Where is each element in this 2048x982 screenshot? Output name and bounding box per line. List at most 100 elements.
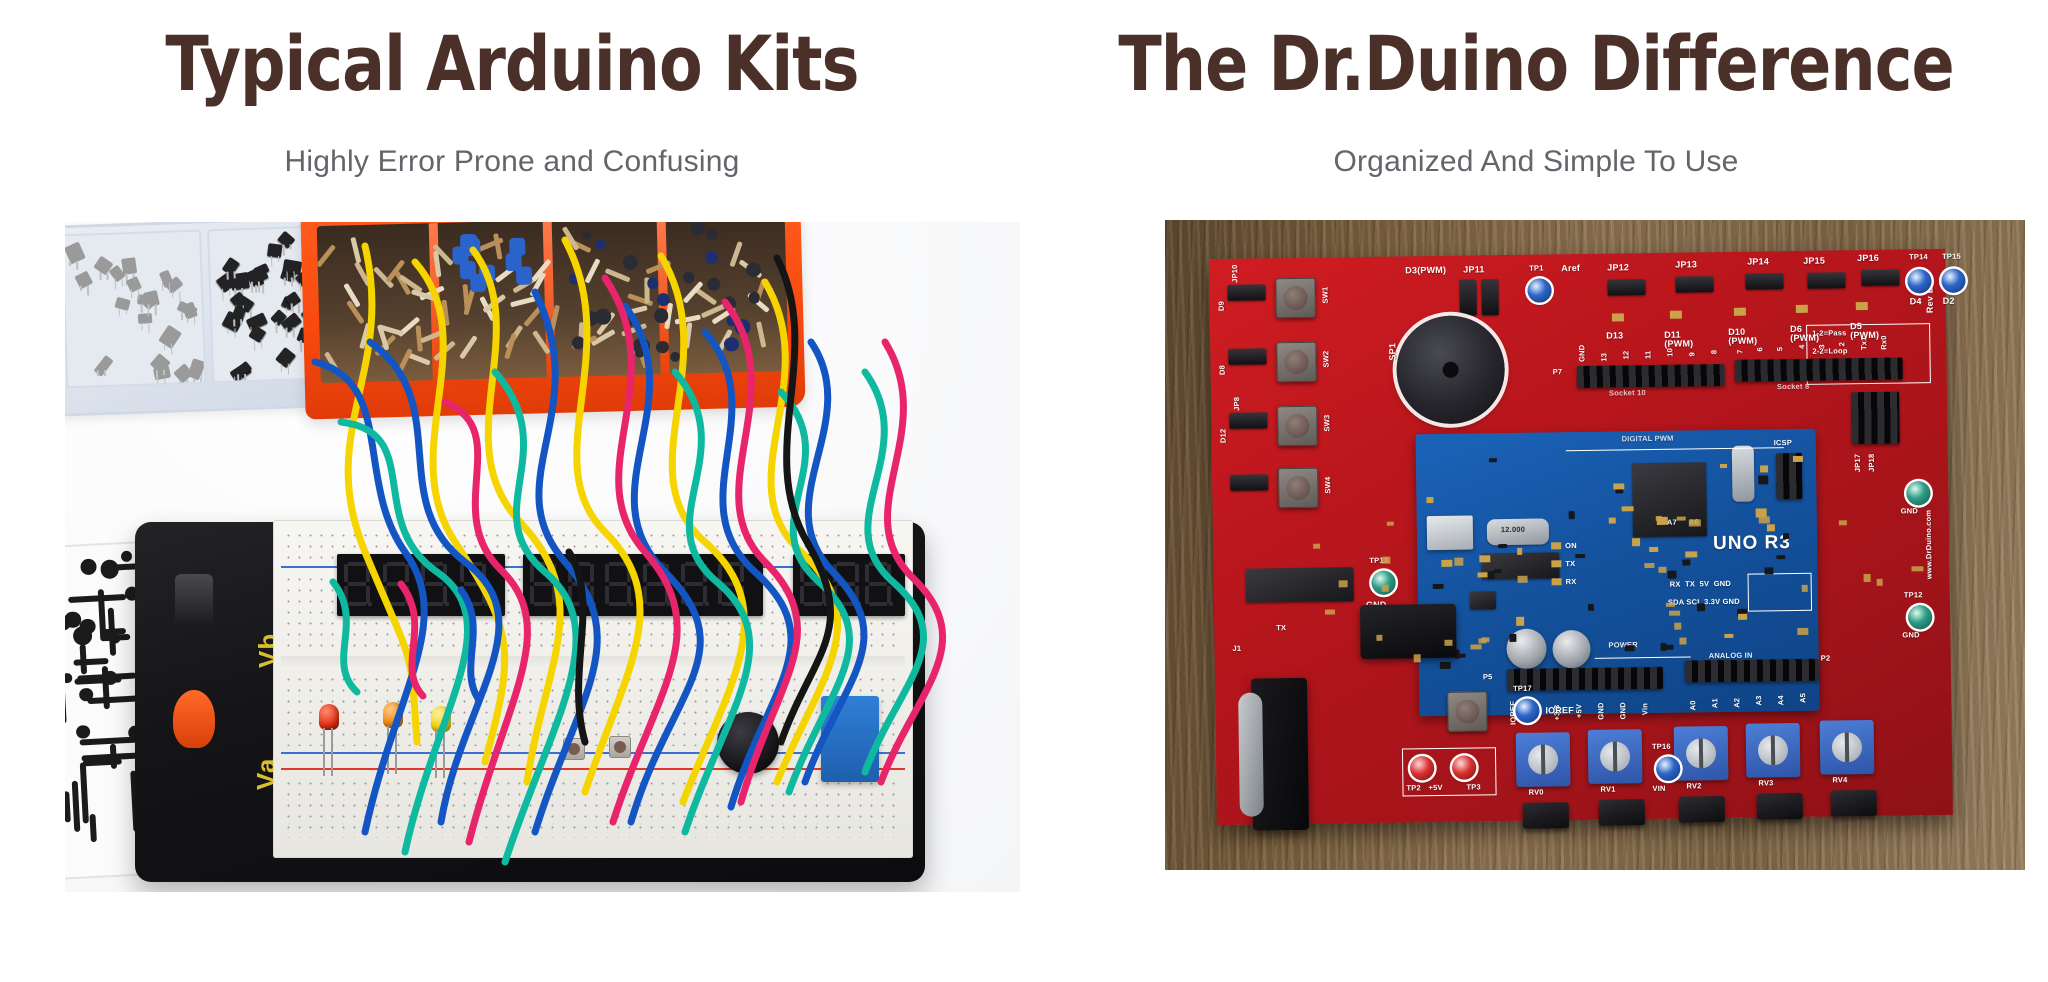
usb-connector[interactable] [1427,516,1473,551]
silk-pin-8: 8 [1710,350,1718,354]
component-lead [125,309,127,314]
component-lead [179,291,181,302]
capacitor [596,240,606,250]
push-button-sw2[interactable] [1276,342,1317,383]
slide-switch-2[interactable] [1599,799,1645,826]
component-lead [234,377,236,383]
silk-pin-4: 4 [1798,344,1806,348]
silk-rv2: RV2 [1686,782,1701,790]
slide-switch-5[interactable] [1831,790,1877,817]
component-lead [233,320,235,327]
silk-socket-10: Socket 10 [1609,389,1646,397]
silk-p5: P5 [1483,673,1493,681]
capacitor [670,352,680,362]
smd-resistor [1677,516,1686,520]
component-lead [200,378,202,385]
seven-segment-dot [368,602,372,606]
smd-resistor [1863,574,1871,582]
seven-segment-digit [865,562,891,606]
smd-resistor [1313,544,1320,549]
photo-drduino-board: D3(PWM) JP11 TP1 Aref JP12 JP13 JP14 JP1… [1165,220,2025,870]
silk-p2: P2 [1821,655,1831,663]
trimpot-rv1[interactable] [1588,729,1643,784]
slide-switch-3[interactable] [1679,796,1725,823]
resistor [523,304,544,327]
capacitor [690,222,704,235]
silk-d10: D10 (PWM) [1728,328,1757,347]
capacitor [706,228,718,240]
capacitor [654,308,669,323]
smd-component [1649,547,1659,553]
push-button-sw3[interactable] [1277,406,1318,447]
trimpot-rv4[interactable] [1820,720,1875,775]
silk-gnd-2: GND [1619,702,1627,719]
test-point-tp12 [1908,605,1932,629]
smd-resistor [1669,610,1681,615]
jumper-jp11b [1481,279,1499,315]
smd-component [1493,569,1502,573]
capacitor [724,337,739,352]
capacitor [683,272,695,284]
push-button-sw1[interactable] [1275,278,1316,319]
component-lead [156,370,158,380]
slide-switch-4[interactable] [1757,793,1803,820]
trimpot-rv2[interactable] [1674,726,1729,781]
push-button-sw4[interactable] [1278,468,1319,509]
smd-component [1516,617,1524,626]
silk-p7: P7 [1553,368,1563,376]
silk-led-on: ON [1565,542,1577,550]
voltage-regulator [1470,591,1496,609]
silk-a1: A1 [1711,698,1719,708]
pcb-trace [73,658,108,666]
led-yellow [431,706,451,732]
seven-segment-dot [857,602,861,606]
led-orange [383,702,403,728]
db9-serial-connector [1251,678,1309,831]
component-lead [141,304,143,313]
silk-5v-rail: +5V [1428,784,1442,792]
capacitor [647,278,659,290]
tactile-button-2 [609,736,631,758]
component-lead [138,289,140,298]
component-lead [187,317,189,323]
silk-jp13: JP13 [1675,260,1697,269]
seven-segment-dot [445,602,449,606]
component-lead [244,374,246,383]
test-point-tp1 [1527,278,1551,302]
silk-jp16: JP16 [1857,254,1879,263]
jumper-jp16 [1861,270,1899,287]
slide-switch-1[interactable] [1523,802,1569,829]
silk-aref: Aref [1561,264,1580,273]
smd-resistor [1798,628,1808,635]
silk-gnd-right-top: GND [1901,507,1918,515]
smd-component [1776,555,1785,559]
component-lead [293,328,295,338]
seven-segment-digit [344,562,370,606]
smd-component [1615,489,1623,493]
page-subtitle-left: Highly Error Prone and Confusing [0,144,1024,180]
pcb-trace [68,594,126,603]
smd-component [1758,476,1768,484]
silk-d3-pwm: D3(PWM) [1405,266,1446,276]
capacitor [734,319,751,336]
dc-barrel-jack [1360,604,1457,659]
trimpot-rv3[interactable] [1746,723,1801,778]
silk-sw1: SW1 [1321,287,1329,304]
seven-segment-digit [460,562,486,606]
silk-rv4: RV4 [1832,776,1847,784]
smd-resistor [1759,517,1770,524]
reset-button[interactable] [1447,691,1488,732]
smd-resistor [1666,602,1675,606]
seven-segment-dot [592,602,596,606]
jumper-jp9 [1230,474,1268,491]
silk-gnd-right-bottom: GND [1902,631,1919,639]
silk-sw2: SW2 [1322,351,1330,368]
smd-component [1609,517,1615,523]
trimpot-rv0[interactable] [1516,732,1571,787]
test-point-tp10 [1906,481,1930,505]
analog-header-p2 [1685,659,1819,683]
jumper-d12 [1229,412,1267,429]
resistor [562,226,580,251]
silk-analog-in: ANALOG IN [1709,652,1753,660]
